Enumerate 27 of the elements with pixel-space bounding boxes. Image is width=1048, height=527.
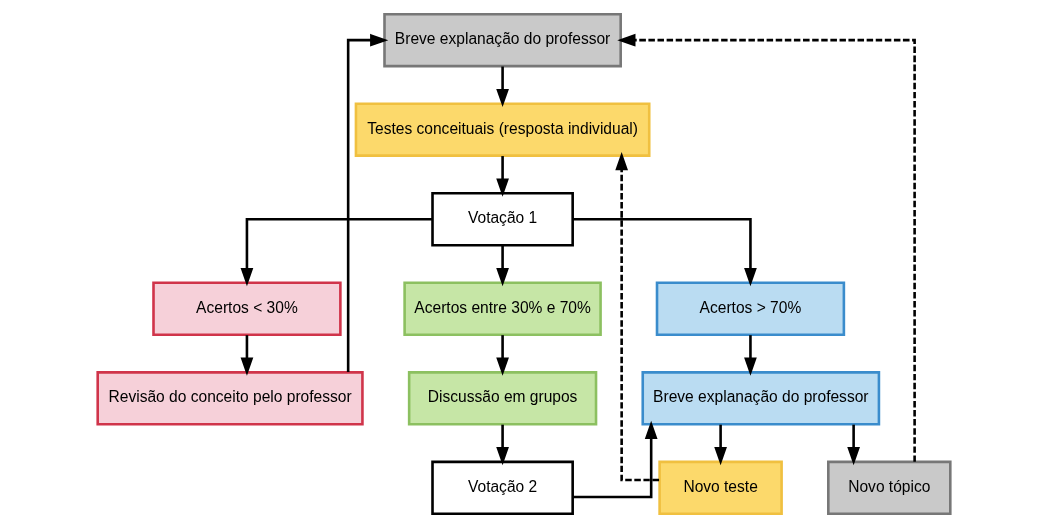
arrow: [240, 217, 433, 286]
node-box: Acertos < 30%: [152, 281, 342, 336]
node-box: Novo tópico: [827, 460, 952, 515]
node-box: Discussão em grupos: [407, 370, 598, 426]
arrow: [496, 334, 509, 376]
arrow: [847, 424, 860, 465]
arrow: [744, 334, 757, 376]
arrow: [496, 155, 509, 197]
arrow: [496, 66, 509, 107]
arrow: [617, 33, 916, 462]
node-box: Acertos entre 30% e 70%: [403, 281, 602, 336]
node-box: Acertos > 70%: [655, 281, 846, 336]
arrow: [572, 420, 658, 498]
arrow: [496, 424, 509, 465]
arrow: [572, 217, 757, 286]
node-box: Votação 1: [431, 191, 574, 246]
node-box: Votação 2: [431, 460, 574, 515]
node-box: Breve explanação do professor: [383, 12, 622, 67]
arrow: [496, 245, 509, 286]
node-box: Novo teste: [658, 460, 783, 515]
arrow: [346, 33, 389, 372]
node-box: Breve explanação do professor: [641, 370, 881, 426]
arrow: [615, 151, 660, 481]
arrow: [240, 334, 254, 376]
node-box: Revisão do conceito pelo professor: [96, 370, 364, 426]
node-box: Testes conceituais (resposta individual): [354, 101, 651, 157]
arrow: [714, 424, 727, 465]
